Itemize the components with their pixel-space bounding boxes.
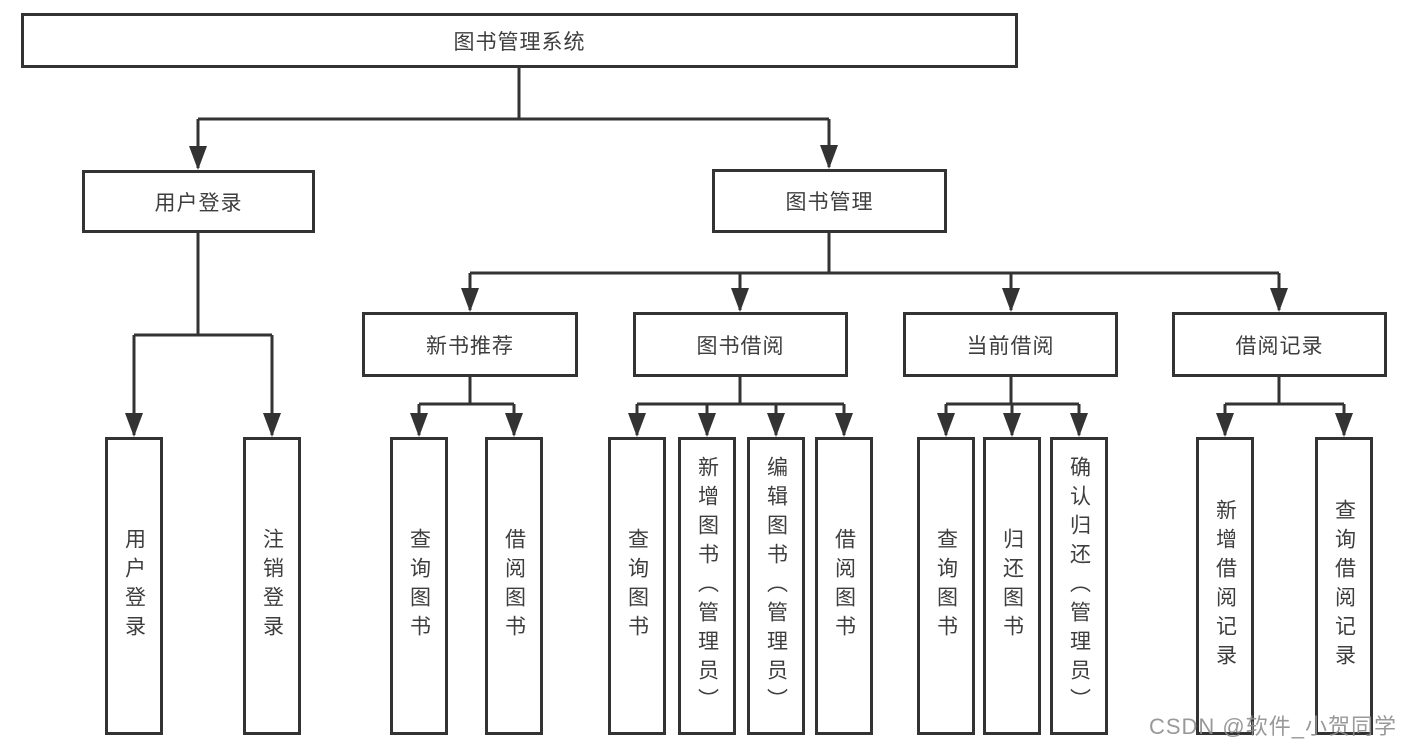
node-borrowing-records: 借阅记录: [1172, 312, 1387, 377]
edge-book-management-children: [468, 233, 1281, 310]
arrowhead-icon: [767, 413, 785, 437]
leaf-add-books-admin: 新增图书（管理员）: [678, 437, 736, 735]
node-current-borrowing: 当前借阅: [903, 312, 1118, 377]
leaf-return-books: 归还图书: [983, 437, 1041, 735]
node-root: 图书管理系统: [21, 13, 1018, 68]
arrowhead-icon: [1070, 413, 1088, 437]
leaf-add-borrow-record: 新增借阅记录: [1196, 437, 1254, 735]
arrowhead-icon: [698, 413, 716, 437]
edge-root-to-level2: [196, 68, 831, 168]
arrowhead-icon: [1216, 413, 1234, 437]
arrowhead-icon: [1270, 288, 1288, 312]
arrowhead-icon: [505, 413, 523, 437]
node-new-book-recommend: 新书推荐: [362, 312, 578, 377]
edge-borrowing-records-children: [1223, 377, 1346, 435]
connector-paths: [132, 68, 1346, 435]
arrowhead-icon: [461, 288, 479, 312]
arrowhead-icon: [937, 413, 955, 437]
node-user-login: 用户登录: [82, 170, 315, 233]
edge-new-book-recommend-children: [417, 377, 516, 435]
leaf-query-borrow-record: 查询借阅记录: [1315, 437, 1373, 735]
edge-book-borrowing-children: [635, 377, 846, 435]
arrowhead-icon: [410, 413, 428, 437]
arrowhead-icon: [1003, 413, 1021, 437]
arrowhead-icon: [1335, 413, 1353, 437]
arrowhead-icon: [125, 413, 143, 437]
arrowhead-icon: [731, 288, 749, 312]
leaf-query-books-borrowing: 查询图书: [608, 437, 666, 735]
arrowhead-icon: [1002, 288, 1020, 312]
node-book-borrowing: 图书借阅: [633, 312, 848, 377]
leaf-user-login: 用户登录: [105, 437, 163, 735]
leaf-logout: 注销登录: [243, 437, 301, 735]
edge-user-login-children: [132, 233, 274, 435]
leaf-query-books-recommend: 查询图书: [390, 437, 448, 735]
arrowhead-icon: [189, 146, 207, 170]
arrowhead-icon: [820, 145, 838, 169]
arrowhead-icon: [263, 413, 281, 437]
leaf-borrow-books-recommend: 借阅图书: [485, 437, 543, 735]
watermark: CSDN @软件_小贺同学: [1148, 714, 1397, 739]
arrowhead-icon: [628, 413, 646, 437]
leaf-edit-books-admin: 编辑图书（管理员）: [747, 437, 805, 735]
leaf-query-books-current: 查询图书: [917, 437, 975, 735]
arrowheads: [125, 145, 1353, 437]
leaf-confirm-return-admin: 确认归还（管理员）: [1050, 437, 1108, 735]
leaf-borrow-books-borrowing: 借阅图书: [815, 437, 873, 735]
arrowhead-icon: [835, 413, 853, 437]
node-book-management: 图书管理: [712, 169, 947, 233]
